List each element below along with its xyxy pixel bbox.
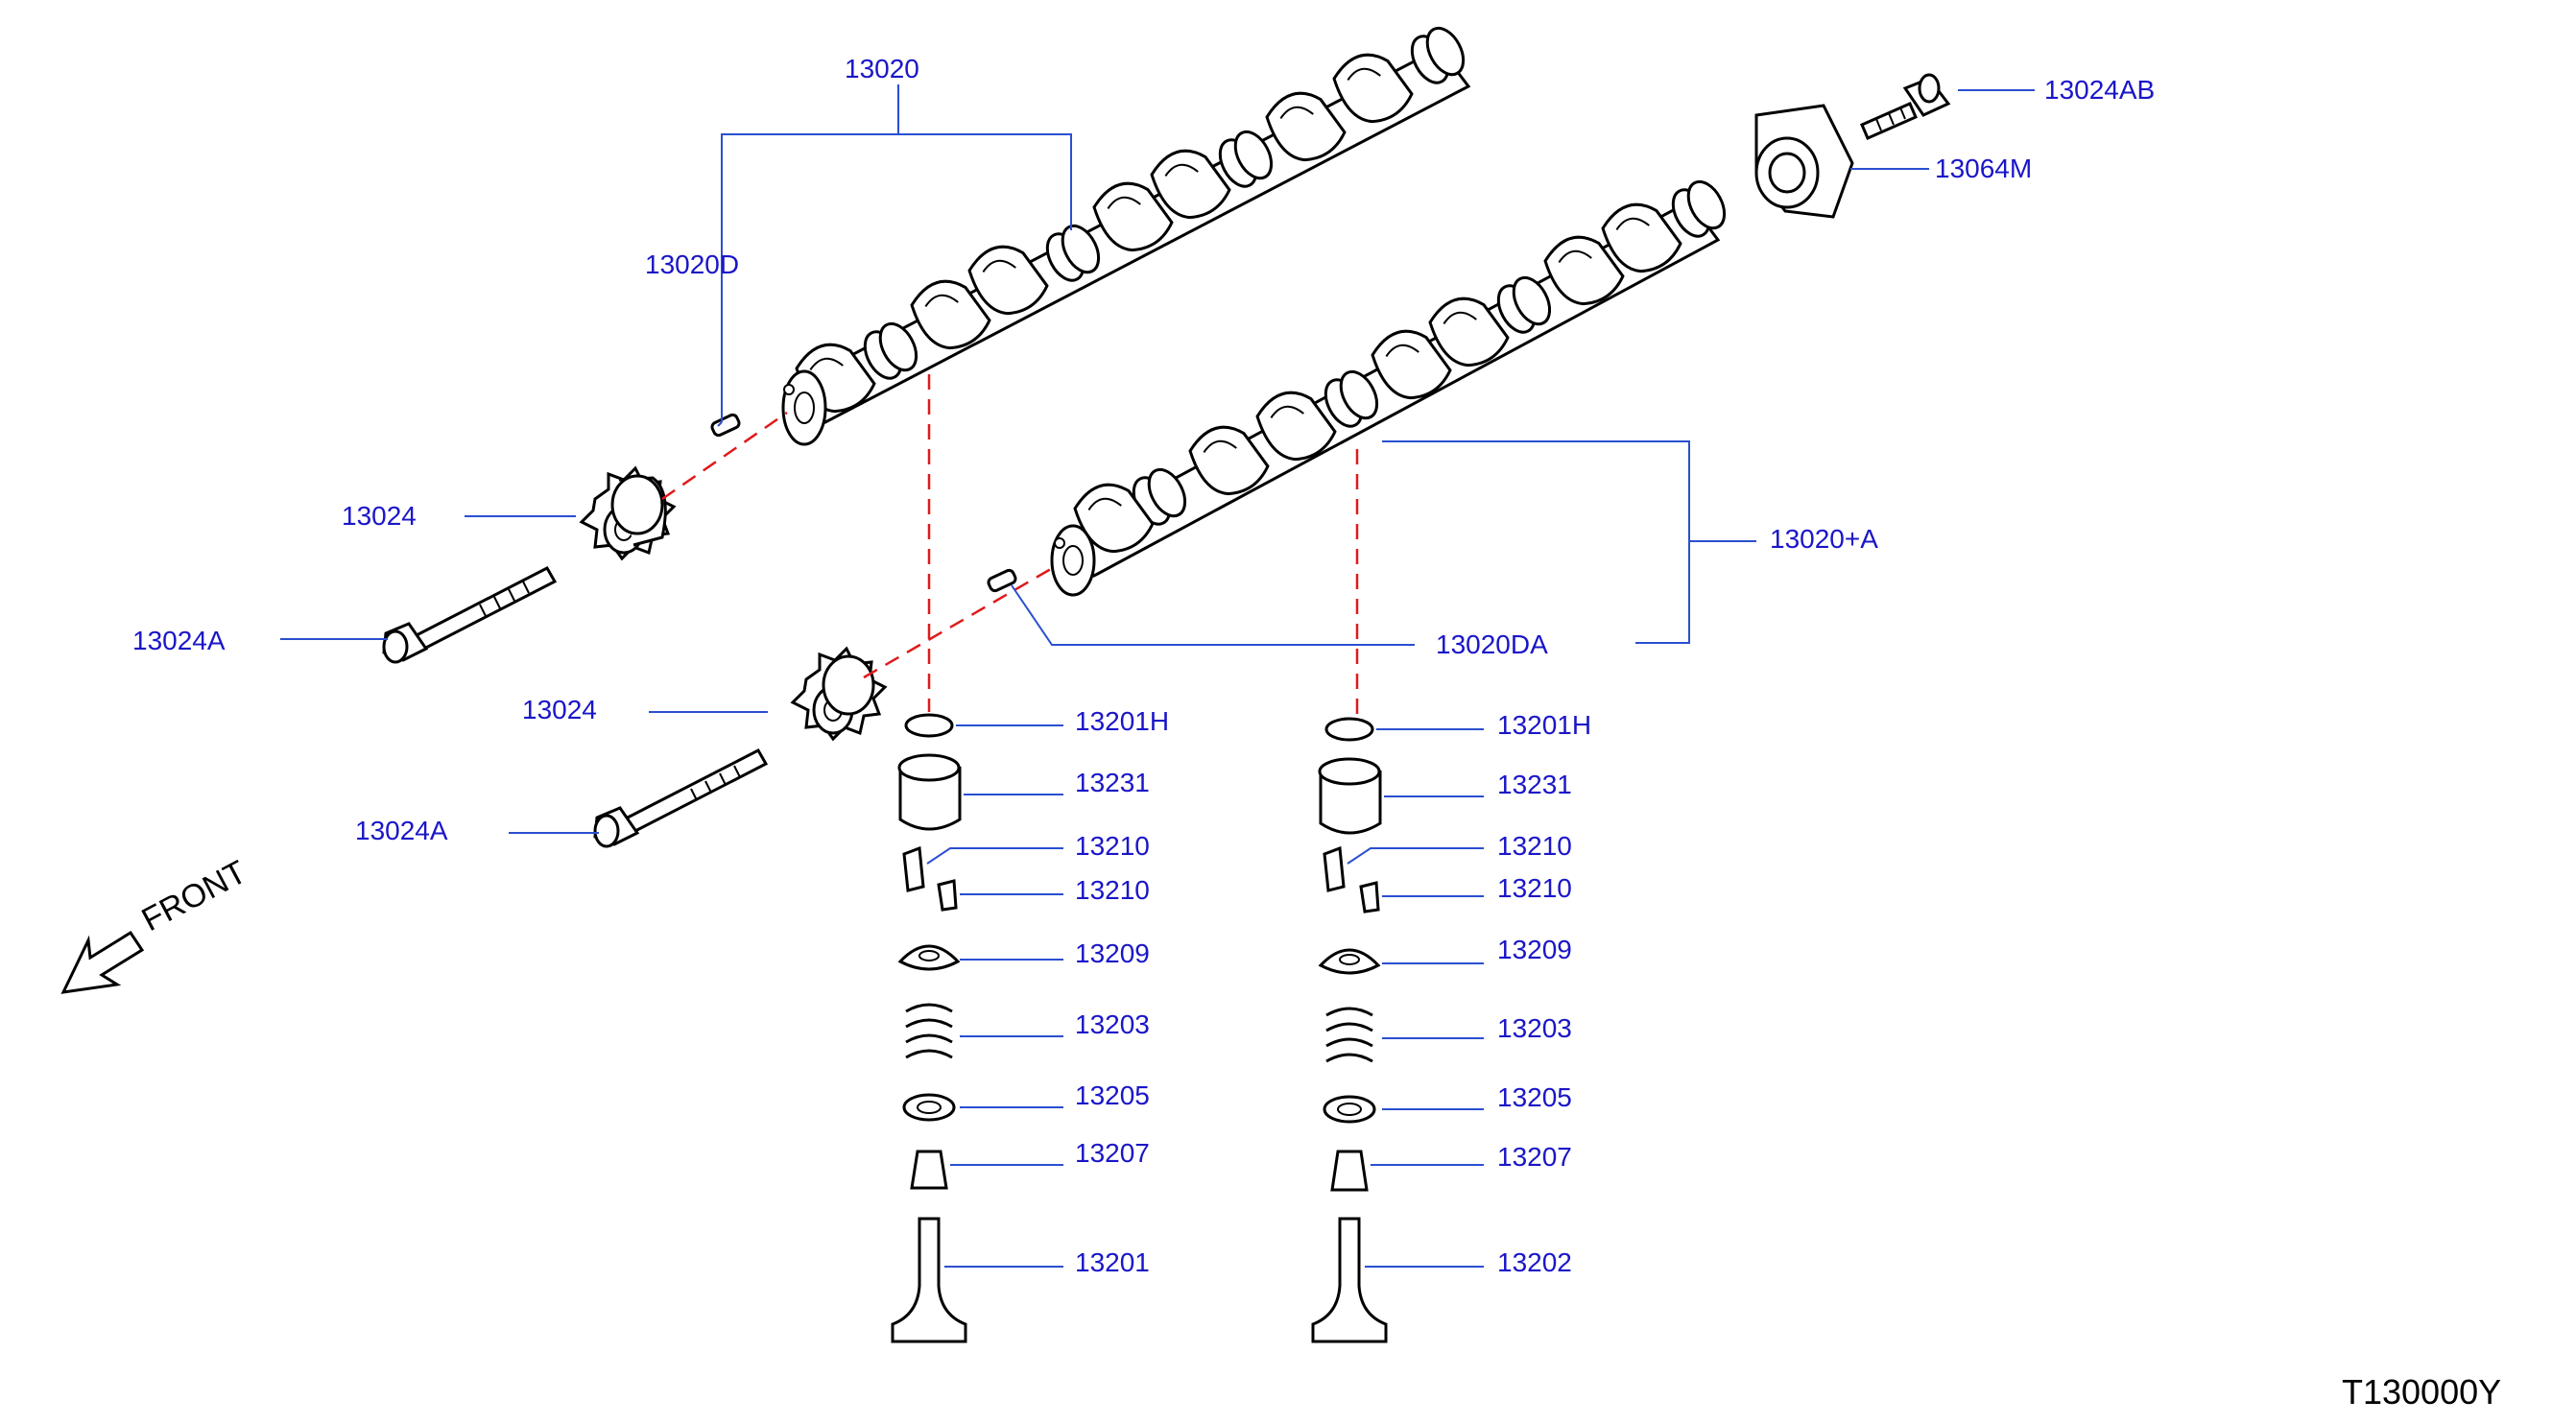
callout-13024a-upper: 13024A — [132, 626, 226, 655]
callout-left-lifter: 13231 — [1075, 768, 1150, 797]
callout-13064m: 13064M — [1935, 154, 2033, 183]
valve-stack-right — [1311, 717, 1388, 1343]
callout-left-shim: 13201H — [1075, 706, 1170, 736]
valve-stack-left — [891, 713, 967, 1343]
callout-right-spring: 13203 — [1497, 1013, 1572, 1043]
callout-right-shim: 13201H — [1497, 710, 1592, 740]
sprocket-upper — [579, 465, 677, 561]
callout-right-retainer: 13209 — [1497, 935, 1572, 964]
callout-left-spring: 13203 — [1075, 1009, 1150, 1039]
alignment-dashes — [661, 374, 1359, 716]
bolt-lower — [593, 748, 769, 848]
callout-left-retainer: 13209 — [1075, 938, 1150, 968]
front-arrow-icon — [60, 930, 145, 994]
callout-right-lifter: 13231 — [1497, 770, 1572, 799]
camshaft-lower — [1050, 174, 1733, 597]
dowel-pin-upper — [710, 413, 741, 438]
callout-left-seal: 13207 — [1075, 1138, 1150, 1168]
callout-right-valve: 13202 — [1497, 1247, 1572, 1277]
callout-13024ab: 13024AB — [2044, 75, 2156, 105]
callout-13024-lower: 13024 — [522, 695, 597, 724]
callout-13020da: 13020DA — [1436, 629, 1548, 659]
callout-13020d: 13020D — [645, 249, 740, 279]
callout-13024-upper: 13024 — [342, 501, 417, 531]
callout-left-seat: 13205 — [1075, 1080, 1150, 1110]
callout-13020: 13020 — [845, 54, 919, 83]
callout-right-seal: 13207 — [1497, 1142, 1572, 1172]
callout-13024a-lower: 13024A — [355, 816, 448, 845]
callout-left-valve: 13201 — [1075, 1247, 1150, 1277]
bolt-13024ab — [1860, 73, 1951, 140]
bolt-upper — [382, 566, 558, 664]
leader-lines — [280, 84, 2035, 1268]
diagram-code: T130000Y — [2342, 1372, 2502, 1412]
callout-right-seat: 13205 — [1497, 1082, 1572, 1112]
callout-13020a: 13020+A — [1770, 524, 1878, 554]
callout-left-keeper2: 13210 — [1075, 875, 1150, 905]
dowel-pin-lower — [987, 568, 1017, 593]
callout-left-keeper1: 13210 — [1075, 831, 1150, 861]
callout-right-keeper1: 13210 — [1497, 831, 1572, 861]
camshaft-upper — [781, 20, 1472, 446]
callout-right-keeper2: 13210 — [1497, 873, 1572, 903]
sprocket-lower — [790, 646, 888, 742]
exhaust-timing-sprocket — [1754, 104, 1854, 219]
